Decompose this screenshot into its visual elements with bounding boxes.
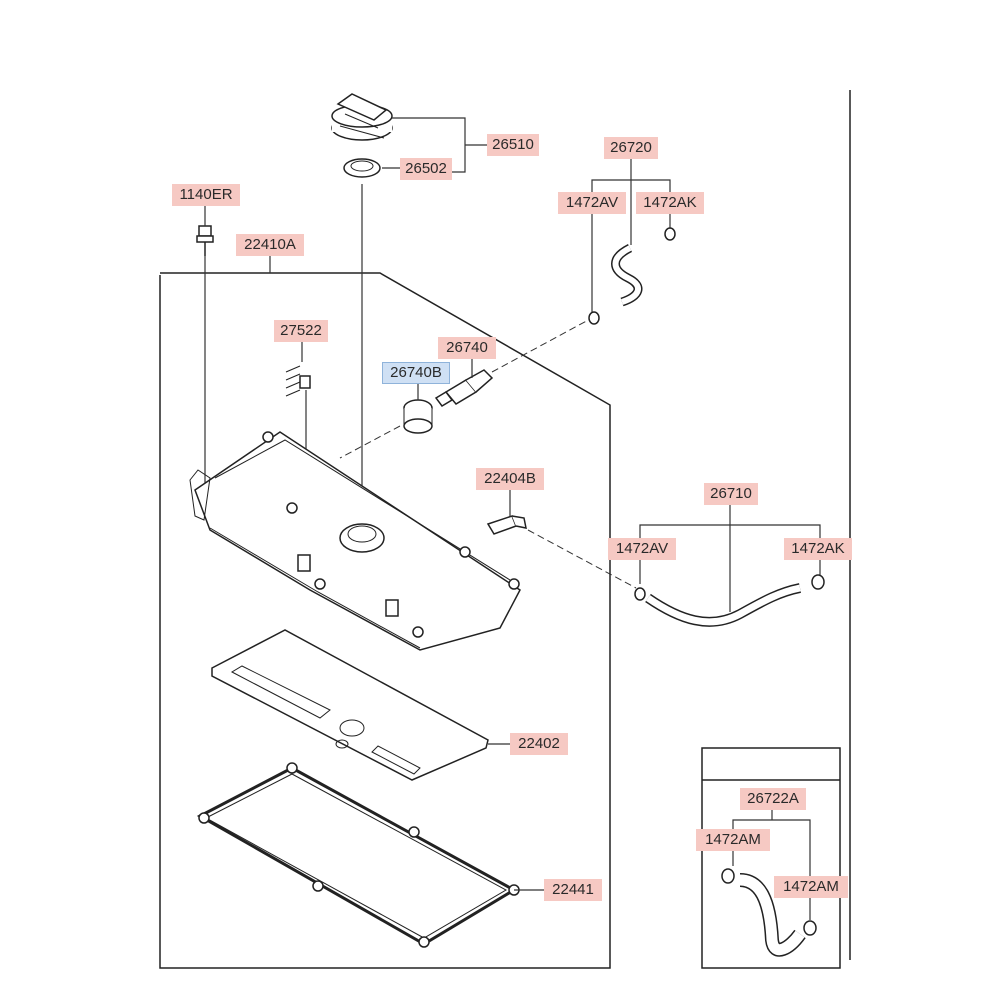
label-1472AK-top[interactable]: 1472AK — [636, 192, 704, 214]
breather-nipple[interactable] — [486, 515, 527, 535]
clamp-inset-right[interactable] — [803, 920, 817, 936]
spark-plug-seal[interactable] — [285, 365, 311, 397]
pcv-grommet[interactable] — [403, 399, 433, 434]
label-22402[interactable]: 22402 — [510, 733, 568, 755]
baffle-plate[interactable] — [211, 629, 489, 781]
label-1472AV-top[interactable]: 1472AV — [558, 192, 626, 214]
rocker-cover[interactable] — [189, 431, 521, 651]
clamp-top-left[interactable] — [588, 311, 600, 325]
label-22441[interactable]: 22441 — [544, 879, 602, 901]
bolt[interactable] — [196, 225, 214, 256]
clamp-top-right[interactable] — [664, 227, 676, 241]
oil-filler-cap[interactable] — [331, 93, 393, 141]
hose-26720[interactable] — [611, 243, 643, 307]
label-1472AM-right[interactable]: 1472AM — [774, 876, 848, 898]
label-1472AV-mid[interactable]: 1472AV — [608, 538, 676, 560]
cover-gasket[interactable] — [196, 762, 520, 948]
inset-frame — [701, 747, 841, 969]
hose-26710[interactable] — [645, 583, 802, 627]
cap-gasket[interactable] — [343, 158, 381, 178]
label-1140ER[interactable]: 1140ER — [172, 184, 240, 206]
label-26740B[interactable]: 26740B — [382, 362, 450, 384]
label-26740[interactable]: 26740 — [438, 337, 496, 359]
label-22404B[interactable]: 22404B — [476, 468, 544, 490]
label-1472AK-mid[interactable]: 1472AK — [784, 538, 852, 560]
label-26710[interactable]: 26710 — [704, 483, 758, 505]
cover-assy-frame — [159, 272, 611, 969]
label-26722A[interactable]: 26722A — [740, 788, 806, 810]
hose-26722a[interactable] — [739, 873, 806, 957]
label-27522[interactable]: 27522 — [274, 320, 328, 342]
label-26720[interactable]: 26720 — [604, 137, 658, 159]
label-26510[interactable]: 26510 — [487, 134, 539, 156]
clamp-mid-right[interactable] — [811, 574, 825, 590]
label-22410A[interactable]: 22410A — [236, 234, 304, 256]
clamp-mid-left[interactable] — [634, 587, 646, 601]
clamp-inset-left[interactable] — [721, 868, 735, 884]
pcv-valve[interactable] — [434, 369, 494, 407]
label-1472AM-left[interactable]: 1472AM — [696, 829, 770, 851]
label-26502[interactable]: 26502 — [400, 158, 452, 180]
